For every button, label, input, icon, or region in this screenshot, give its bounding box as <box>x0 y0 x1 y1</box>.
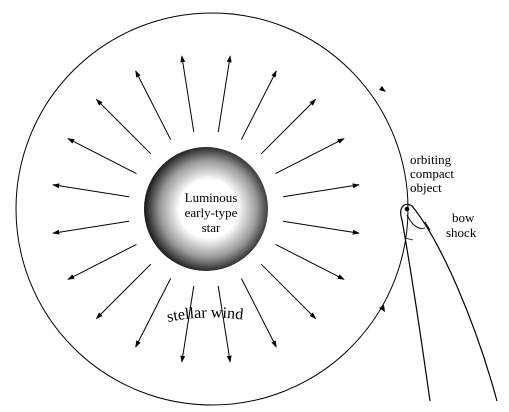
bow-shock-label-line1: bow <box>452 210 475 225</box>
wind-arrow <box>135 70 172 140</box>
wind-arrow <box>180 285 195 363</box>
wind-arrow <box>260 263 317 320</box>
stellar-wind-text: stellar wind <box>165 304 244 325</box>
wind-arrow <box>275 243 345 280</box>
bow-shock-label-line2: shock <box>446 225 477 240</box>
bow-shock-inner <box>406 214 426 229</box>
wind-arrow <box>217 55 232 133</box>
wind-arrow <box>180 55 195 133</box>
wind-arrow <box>275 138 345 175</box>
wind-arrow <box>67 138 137 175</box>
wind-arrow <box>95 98 152 155</box>
wind-arrow <box>52 183 130 198</box>
orbit-direction-arrow <box>379 86 386 92</box>
wind-arrow <box>52 220 130 235</box>
wind-arrow <box>95 263 152 320</box>
wind-arrow <box>282 220 360 235</box>
wind-arrow <box>240 70 277 140</box>
wind-arrow <box>67 243 137 280</box>
compact-object-label-line2: compact <box>410 166 454 181</box>
wind-arrow <box>217 285 232 363</box>
bow-shock-outer <box>400 203 498 402</box>
stellar-wind-label: stellar wind <box>165 304 244 325</box>
star-label-line2: early-type <box>185 205 238 220</box>
luminous-star <box>144 147 268 271</box>
wind-arrow <box>240 278 277 348</box>
star-label-line1: Luminous <box>185 190 238 205</box>
compact-object-label-line1: orbiting <box>410 152 452 167</box>
compact-object <box>404 206 410 212</box>
bow-shock-tick <box>404 221 431 241</box>
wind-arrow <box>260 98 317 155</box>
compact-object-label-line3: object <box>410 180 442 195</box>
wind-arrow <box>282 183 360 198</box>
wind-arrows <box>52 55 360 363</box>
star-label-line3: star <box>202 220 221 235</box>
orbit-direction-arrow <box>379 305 385 312</box>
wind-arrow <box>135 278 172 348</box>
